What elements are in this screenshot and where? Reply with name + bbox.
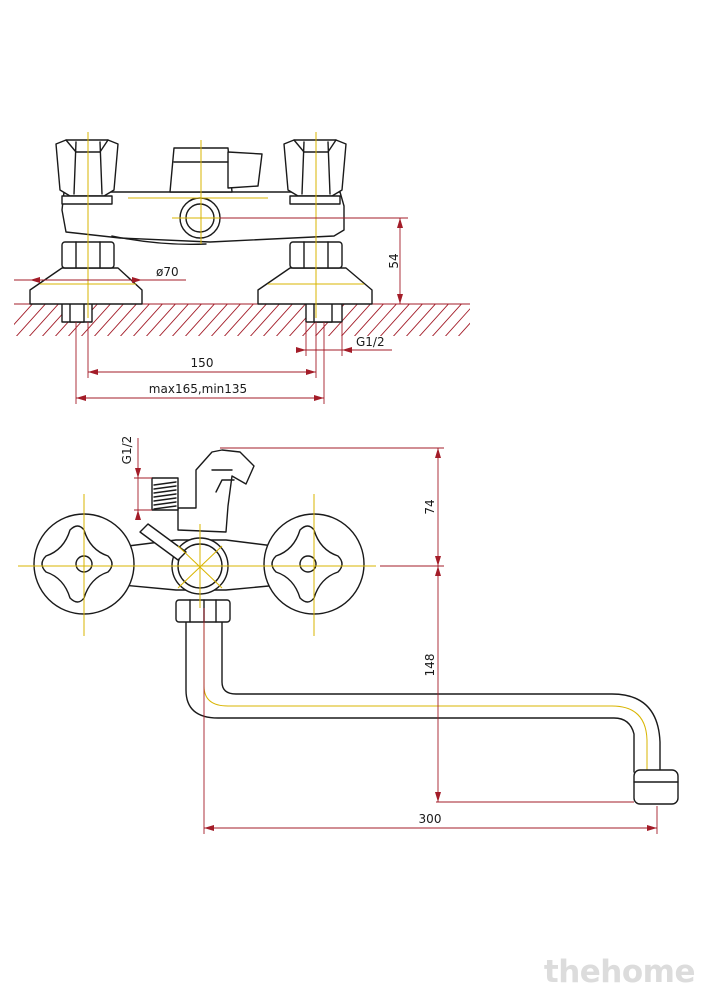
dimension-thread-front-label: G1/2 xyxy=(356,335,385,349)
hatch-line xyxy=(184,304,216,336)
thread-line xyxy=(153,497,177,502)
hatch-line xyxy=(481,300,517,340)
front-view: 54 ø70 G1/2 150 xyxy=(14,132,530,404)
hatch-line xyxy=(392,304,424,336)
hatch-line xyxy=(28,304,60,336)
dimension-range: max165,min135 xyxy=(75,322,325,404)
hatch-line xyxy=(494,300,530,340)
rosette-right xyxy=(257,267,373,305)
threaded-inlet-side xyxy=(151,477,179,511)
dimension-300: 300 xyxy=(203,608,658,834)
hatch-line xyxy=(353,304,385,336)
spout-nut xyxy=(175,599,231,623)
dimension-148: 148 xyxy=(423,566,634,803)
dimension-148-label: 148 xyxy=(423,654,437,677)
handle-right-top xyxy=(271,525,343,603)
hatch-line xyxy=(119,304,151,336)
hatch-line xyxy=(340,304,372,336)
hatch-line xyxy=(197,304,229,336)
watermark-logo: thehome xyxy=(543,954,696,990)
spout xyxy=(185,608,679,805)
hatch-line xyxy=(132,304,164,336)
hatch-line xyxy=(80,304,112,336)
center-lines-front xyxy=(40,132,364,318)
hatch-line xyxy=(457,322,470,336)
hatch-line xyxy=(431,304,463,336)
thread-line xyxy=(153,489,177,494)
dimension-74-label: 74 xyxy=(423,499,437,514)
diverter-lever-front xyxy=(169,147,263,193)
hatch-line xyxy=(444,308,470,336)
dimension-54: 54 xyxy=(220,217,408,305)
dimension-diameter-70: ø70 xyxy=(14,265,186,283)
hatch-line xyxy=(14,304,34,326)
dimension-thread-side: G1/2 xyxy=(120,436,152,520)
hatch-line xyxy=(145,304,177,336)
hatch-line xyxy=(468,300,504,340)
hatch-line xyxy=(262,304,294,336)
hatch-line xyxy=(210,304,242,336)
dimension-74: 74 xyxy=(220,447,444,567)
dimension-range-label: max165,min135 xyxy=(149,382,247,396)
hatch-line xyxy=(405,304,437,336)
dimension-150: 150 xyxy=(87,322,317,378)
thread-line xyxy=(153,485,177,490)
hatch-line xyxy=(366,304,398,336)
hatch-line xyxy=(171,304,203,336)
top-view: G1/2 74 148 300 xyxy=(18,436,679,834)
hatch-line xyxy=(327,304,359,336)
dimension-diameter-70-label: ø70 xyxy=(156,265,179,279)
center-lines-top xyxy=(18,494,376,636)
hatch-line xyxy=(236,304,268,336)
dimension-54-label: 54 xyxy=(387,253,401,268)
handle-right-front xyxy=(283,139,347,205)
hatch-line xyxy=(15,304,47,336)
hatch-line xyxy=(418,304,450,336)
dimension-thread-front: G1/2 xyxy=(296,322,392,356)
handle-left-front xyxy=(55,139,119,205)
hatch-line xyxy=(249,304,281,336)
thread-line xyxy=(153,481,177,486)
thread-line xyxy=(153,501,177,506)
dimension-thread-side-label: G1/2 xyxy=(120,436,134,465)
rosette-left xyxy=(29,267,143,305)
shower-outlet xyxy=(177,449,255,533)
hatch-line xyxy=(223,304,255,336)
hatch-line xyxy=(379,304,411,336)
thread-line xyxy=(153,505,177,510)
thread-line xyxy=(153,493,177,498)
hatch-line xyxy=(93,304,125,336)
hatch-line xyxy=(275,304,307,336)
hatch-line xyxy=(158,304,190,336)
dimension-150-label: 150 xyxy=(191,356,214,370)
spout-tip xyxy=(633,769,679,805)
hatch-line xyxy=(106,304,138,336)
dimension-300-label: 300 xyxy=(419,812,442,826)
